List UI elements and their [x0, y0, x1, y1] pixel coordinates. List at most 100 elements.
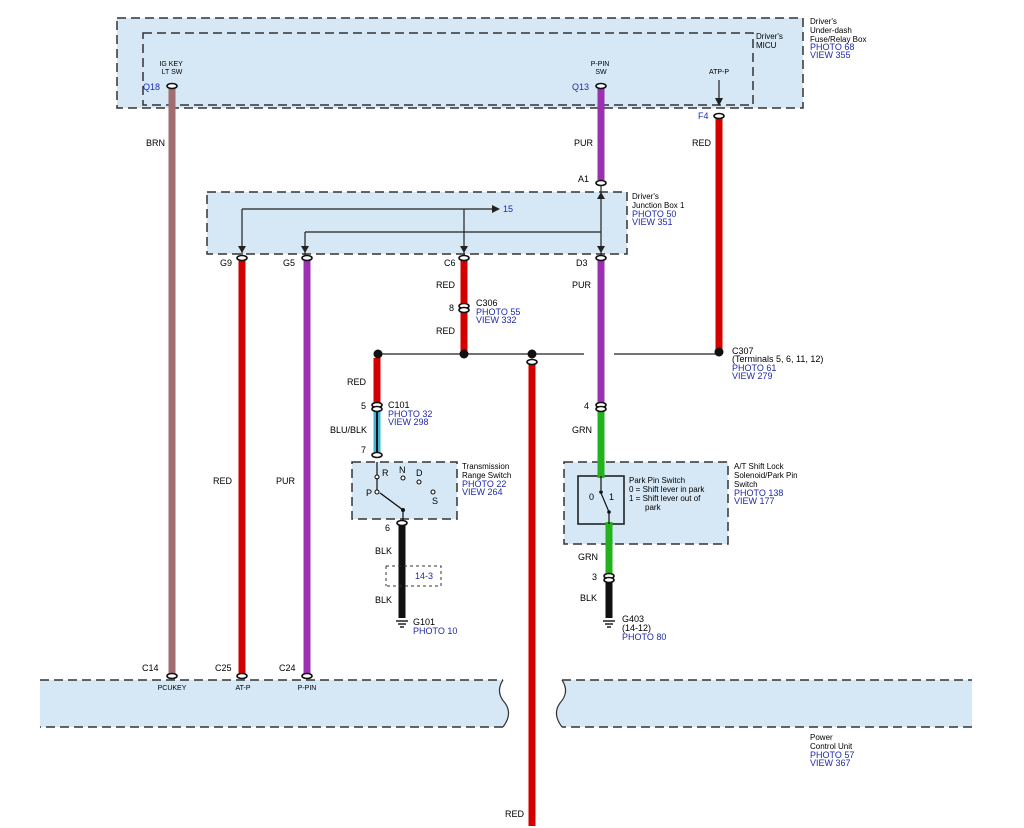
pin-c6: C6	[444, 258, 456, 268]
g101-name: G101	[413, 617, 435, 627]
pcu-box-left-border	[40, 679, 503, 728]
label-pur-d3: PUR	[572, 280, 592, 290]
pin-q13: Q13	[572, 82, 589, 92]
c101-pin5: 5	[361, 401, 366, 411]
pin-f4: F4	[698, 111, 709, 121]
pin-g5: G5	[283, 258, 295, 268]
pin-at-p: AT-P	[235, 685, 250, 692]
pin-c24: C24	[279, 663, 296, 673]
park-pin-line1b: park	[645, 503, 662, 512]
label-red-c101: RED	[347, 377, 367, 387]
g403-ref: (14-12)	[622, 623, 651, 633]
junction-box-photo: PHOTO 50	[632, 209, 676, 219]
junction-arrow-up	[597, 192, 605, 199]
fuse-box-name: Driver's Under-dash Fuse/Relay Box	[810, 17, 866, 44]
g403-photo: PHOTO 80	[622, 632, 666, 642]
solenoid-photo: PHOTO 138	[734, 488, 783, 498]
c306-photo: PHOTO 55	[476, 307, 520, 317]
ground-g101-icon	[396, 620, 408, 628]
pin-d3: D3	[576, 258, 588, 268]
trs-photo: PHOTO 22	[462, 479, 506, 489]
fuse-box-view: VIEW 355	[810, 50, 851, 60]
trs-p: P	[366, 488, 372, 498]
ref-14-3-bracket	[385, 565, 442, 587]
c101-name: C101	[388, 400, 410, 410]
pcu-box-left	[40, 680, 509, 727]
c101-photo: PHOTO 32	[388, 409, 432, 419]
pin-4: 4	[584, 401, 589, 411]
park-pin-switch-arm	[600, 492, 610, 513]
pin-c25: C25	[215, 663, 232, 673]
pcu-box-right	[556, 680, 972, 727]
park-pin-line0: 0 = Shift lever in park	[629, 485, 705, 494]
fuse-box-photo: PHOTO 68	[810, 42, 854, 52]
g9-arrow	[238, 246, 246, 253]
park-pin-zero: 0	[589, 492, 594, 502]
c307-name: C307	[732, 346, 754, 356]
trs-d: D	[416, 468, 423, 478]
trs-r: R	[382, 468, 389, 478]
junction-box	[206, 191, 628, 255]
label-blk-g403: BLK	[580, 593, 597, 603]
label-red-g9: RED	[213, 476, 233, 486]
pin-pcukey: PCUKEY	[158, 685, 187, 692]
pin-atp-p: ATP-P	[709, 69, 729, 76]
ref-14-3: 14-3	[415, 571, 433, 581]
park-pin-title: Park Pin Switch	[629, 476, 685, 485]
park-pin-line1: 1 = Shift lever out of	[629, 494, 701, 503]
label-brn: BRN	[146, 138, 165, 148]
trs-switch-arm	[379, 492, 404, 511]
park-pin-switch-contact	[599, 490, 603, 494]
c101-view: VIEW 298	[388, 417, 429, 427]
label-grn-top: GRN	[572, 425, 592, 435]
pin-c14: C14	[142, 663, 159, 673]
label-red-c306: RED	[436, 326, 456, 336]
pcu-box-left-break	[498, 679, 510, 728]
g101-photo: PHOTO 10	[413, 626, 457, 636]
ref-15: 15	[503, 204, 513, 214]
pin-q18: Q18	[143, 82, 160, 92]
trs-s: S	[432, 496, 438, 506]
pin-ig-key: IG KEY LT SW	[159, 61, 184, 76]
label-pur-top: PUR	[574, 138, 594, 148]
park-pin-switch-pivot	[607, 510, 611, 514]
micu-box	[142, 32, 754, 106]
g5-arrow	[301, 246, 309, 253]
ground-g403-icon	[603, 620, 615, 628]
park-pin-pin3: 3	[592, 572, 597, 582]
label-pur-g5: PUR	[276, 476, 296, 486]
c307-view: VIEW 279	[732, 371, 773, 381]
trs-switch-pivot	[401, 508, 405, 512]
junction-box-view: VIEW 351	[632, 217, 673, 227]
label-blk-trs: BLK	[375, 546, 392, 556]
c306-view: VIEW 332	[476, 315, 517, 325]
pcu-photo: PHOTO 57	[810, 750, 854, 760]
splice-dots	[373, 347, 724, 359]
c307-terminals: (Terminals 5, 6, 11, 12)	[732, 354, 823, 364]
solenoid-name: A/T Shift Lock Solenoid/Park Pin Switch	[734, 462, 800, 489]
pcu-box-right-border	[562, 679, 972, 728]
label-a1: A1	[578, 174, 589, 184]
fuse-relay-box	[116, 17, 804, 109]
trs-n: N	[399, 465, 406, 475]
pcu-view: VIEW 367	[810, 758, 851, 768]
junction-box-name: Driver's Junction Box 1	[632, 192, 685, 210]
junction-arrow-down	[597, 246, 605, 253]
label-grn-bottom: GRN	[578, 552, 598, 562]
pcu-box-right-break	[555, 679, 567, 728]
label-red-down: RED	[505, 809, 525, 819]
trs-pin6: 6	[385, 523, 390, 533]
trs-name: Transmission Range Switch	[462, 462, 512, 480]
pcu-name: Power Control Unit	[810, 733, 853, 751]
micu-name: Driver's MICU	[756, 32, 785, 50]
ref-15-arrow	[492, 205, 500, 213]
pin-g9: G9	[220, 258, 232, 268]
trs-view: VIEW 264	[462, 487, 503, 497]
label-blu-blk: BLU/BLK	[330, 425, 367, 435]
solenoid-view: VIEW 177	[734, 496, 775, 506]
c306-pin: 8	[449, 303, 454, 313]
c306-name: C306	[476, 298, 498, 308]
g403-name: G403	[622, 614, 644, 624]
c101-pin7: 7	[361, 445, 366, 455]
